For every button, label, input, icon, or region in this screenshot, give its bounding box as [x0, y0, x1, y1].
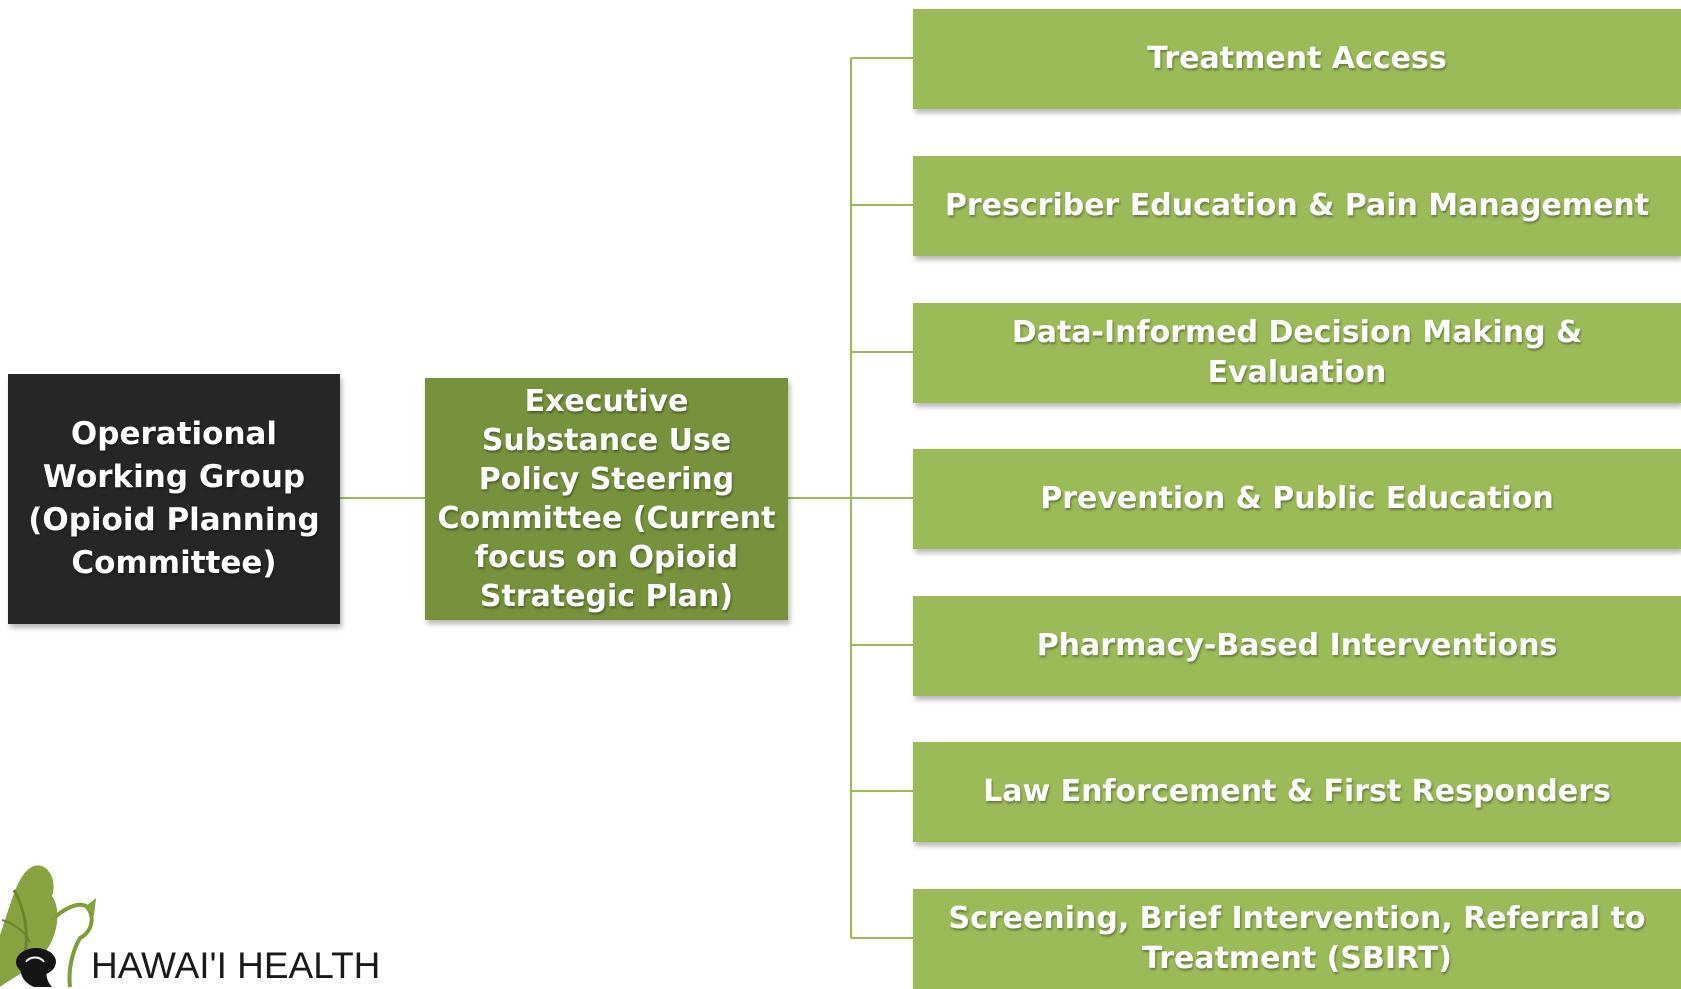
branch-label: Prescriber Education & Pain Management	[944, 188, 1650, 223]
taro-leaf-icon	[0, 865, 96, 987]
branch-label: Treatment Access	[1147, 41, 1447, 76]
operational-working-group-label: Operational Working Group (Opioid Planni…	[28, 416, 320, 581]
operational-working-group-box: Operational Working Group (Opioid Planni…	[8, 374, 340, 624]
branch-label: Law Enforcement & First Responders	[983, 774, 1611, 809]
branch-label: Prevention & Public Education	[1040, 481, 1554, 516]
branch-label: Screening, Brief Intervention, Referral …	[948, 901, 1646, 976]
branch-pharmacy-based-interventions: Pharmacy-Based Interventions	[913, 596, 1681, 696]
branch-treatment-access: Treatment Access	[913, 9, 1681, 109]
branch-data-informed-decision-making: Data-Informed Decision Making & Evaluati…	[913, 303, 1681, 403]
branch-law-enforcement: Law Enforcement & First Responders	[913, 742, 1681, 842]
branch-label: Data-Informed Decision Making & Evaluati…	[1011, 315, 1583, 390]
branch-label: Pharmacy-Based Interventions	[1036, 628, 1558, 663]
logo-text: HAWAI'I HEALTH	[91, 945, 381, 986]
executive-steering-committee-box: Executive Substance Use Policy Steering …	[425, 378, 788, 620]
branch-sbirt: Screening, Brief Intervention, Referral …	[913, 889, 1681, 989]
branch-prevention-public-education: Prevention & Public Education	[913, 449, 1681, 549]
executive-steering-committee-label: Executive Substance Use Policy Steering …	[437, 384, 776, 614]
branch-prescriber-education: Prescriber Education & Pain Management	[913, 156, 1681, 256]
